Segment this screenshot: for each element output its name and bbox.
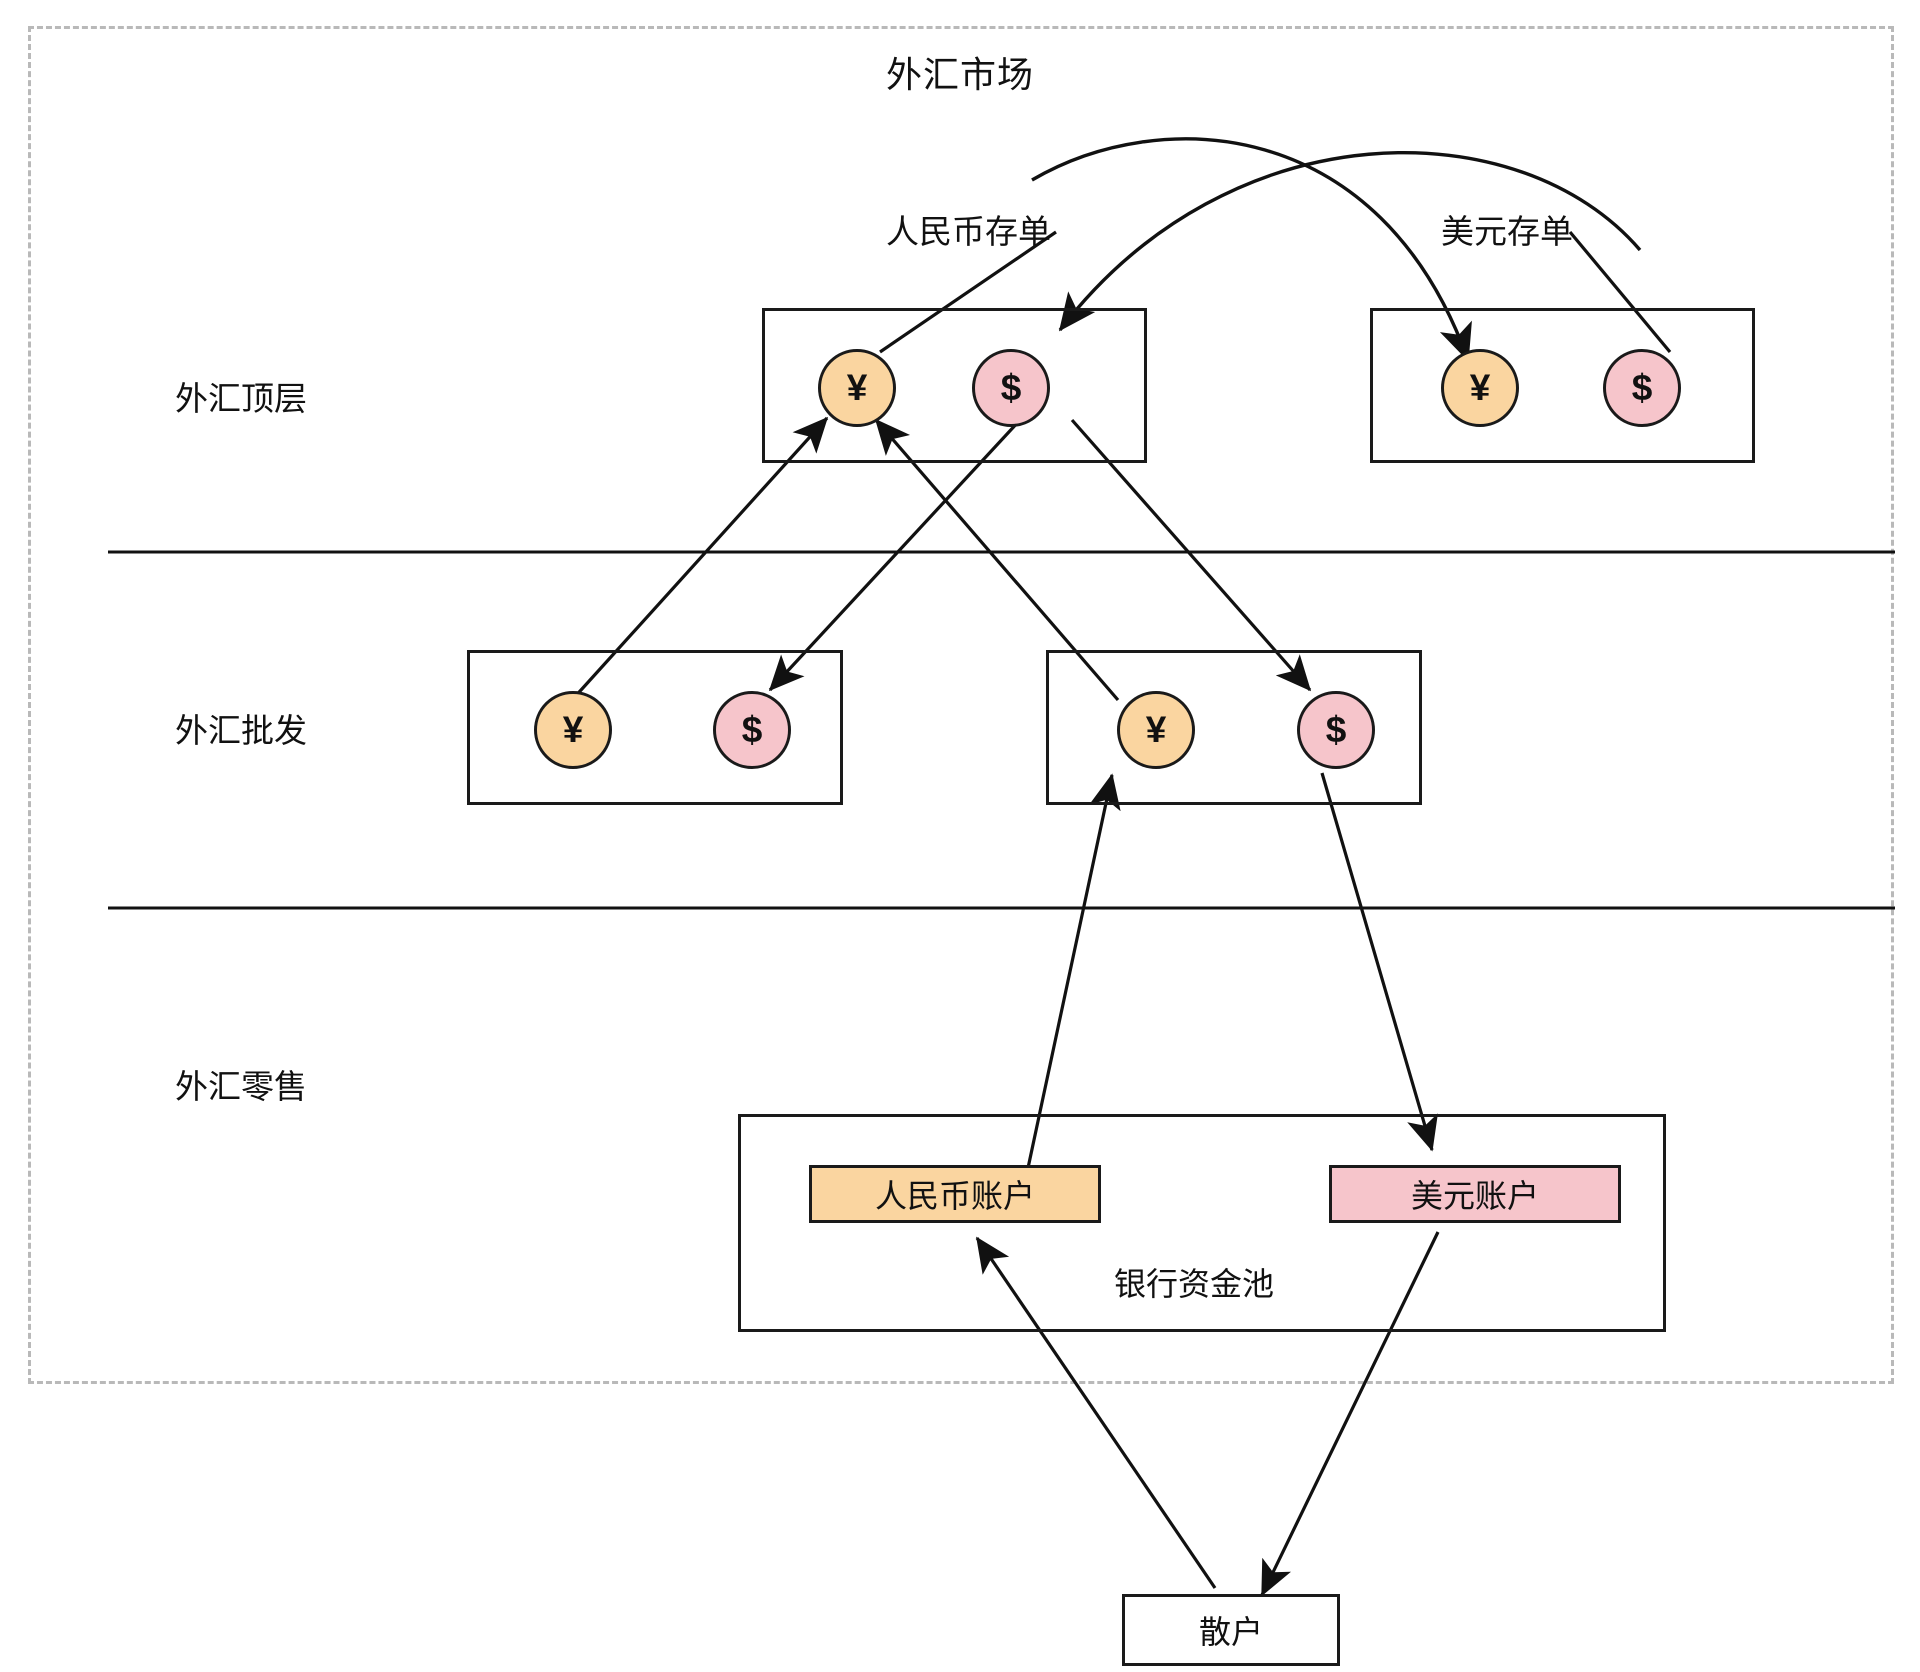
group-wholesale-right-bank[interactable]: ¥ $ [1046, 650, 1422, 805]
coin-top-right-usd[interactable]: $ [1603, 349, 1681, 427]
coin-wholesale-left-usd[interactable]: $ [713, 691, 791, 769]
group-wholesale-left-bank[interactable]: ¥ $ [467, 650, 843, 805]
retail-usd-account[interactable]: 美元账户 [1329, 1165, 1621, 1223]
page-title: 外汇市场 [885, 54, 1034, 95]
retail-cny-account[interactable]: 人民币账户 [809, 1165, 1101, 1223]
coin-top-left-usd[interactable]: $ [972, 349, 1050, 427]
coin-wholesale-right-cny[interactable]: ¥ [1117, 691, 1195, 769]
group-bank-fund-pool[interactable]: 人民币账户 美元账户 银行资金池 [738, 1114, 1666, 1332]
coin-symbol: $ [1000, 367, 1022, 408]
coin-wholesale-right-usd[interactable]: $ [1297, 691, 1375, 769]
retail-investor-label: 散户 [1198, 1614, 1263, 1650]
callout-usd-cd: 美元存单 [1441, 213, 1573, 250]
tier-label-top: 外汇顶层 [175, 380, 307, 417]
market-boundary [28, 26, 1894, 1384]
coin-symbol: $ [1325, 709, 1347, 750]
group-top-left-bank[interactable]: ¥ $ [762, 308, 1147, 463]
bank-fund-pool-label: 银行资金池 [1114, 1266, 1275, 1302]
coin-symbol: ¥ [1145, 709, 1167, 750]
tier-label-wholesale: 外汇批发 [175, 712, 307, 749]
account-label: 人民币账户 [874, 1178, 1035, 1214]
tier-label-retail: 外汇零售 [175, 1068, 307, 1105]
coin-symbol: $ [1631, 367, 1653, 408]
coin-symbol: ¥ [846, 367, 868, 408]
coin-top-left-cny[interactable]: ¥ [818, 349, 896, 427]
coin-symbol: $ [741, 709, 763, 750]
coin-symbol: ¥ [1469, 367, 1491, 408]
account-label: 美元账户 [1410, 1178, 1539, 1214]
retail-investor-box[interactable]: 散户 [1122, 1594, 1340, 1666]
callout-cny-cd: 人民币存单 [886, 213, 1051, 250]
coin-symbol: ¥ [562, 709, 584, 750]
coin-top-right-cny[interactable]: ¥ [1441, 349, 1519, 427]
group-top-right-bank[interactable]: ¥ $ [1370, 308, 1755, 463]
coin-wholesale-left-cny[interactable]: ¥ [534, 691, 612, 769]
